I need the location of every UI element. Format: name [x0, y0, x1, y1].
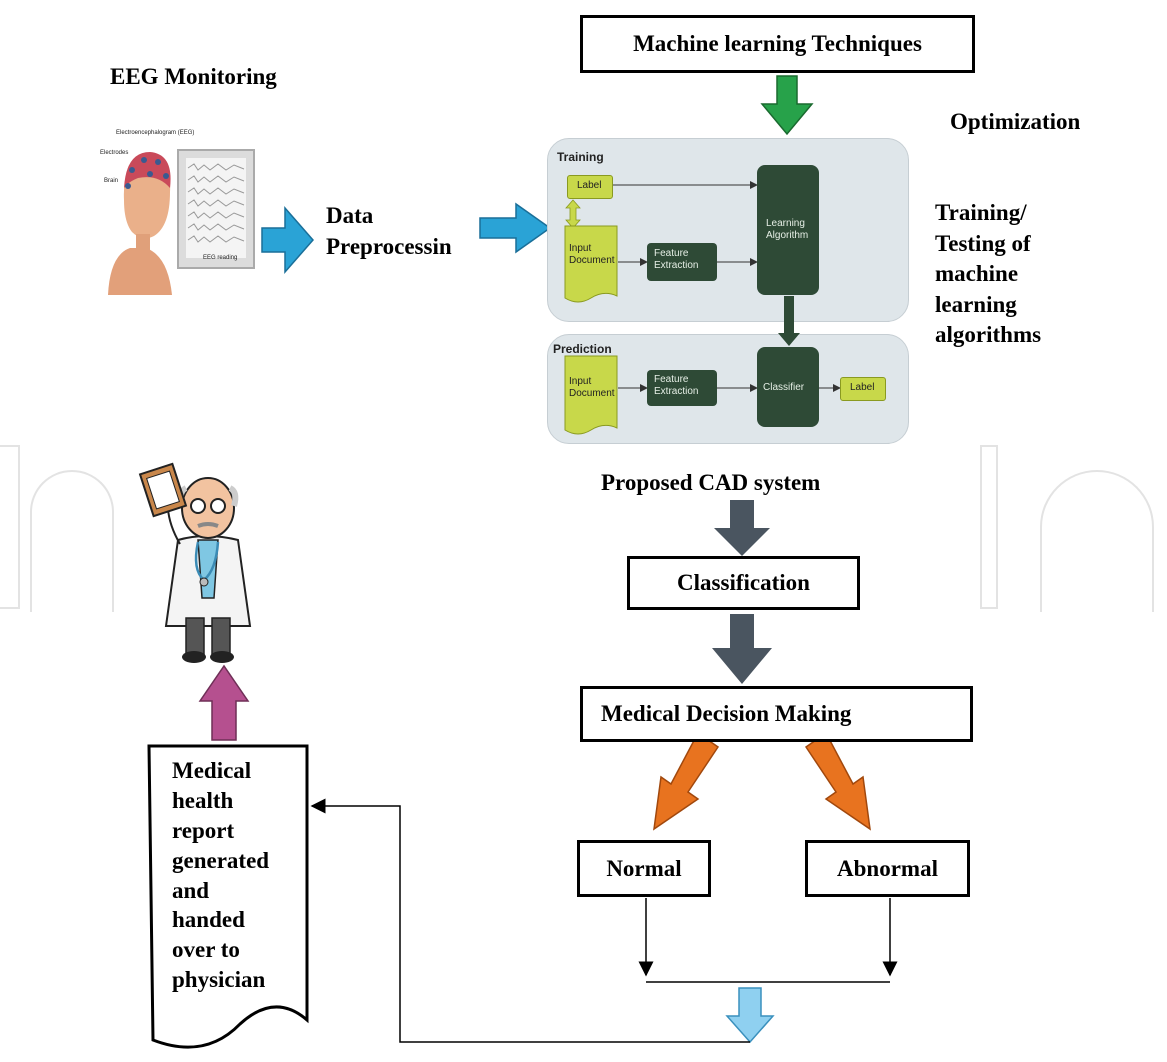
arrow-preprocessing-to-ml	[479, 202, 552, 254]
arrow-report-to-physician	[198, 664, 250, 741]
eeg-image-electrodes: Electrodes	[100, 150, 129, 156]
prediction-label-text: Label	[850, 382, 875, 393]
report-document-shape	[147, 744, 309, 1049]
learning-algorithm-box	[757, 165, 819, 295]
prediction-feature-extraction-box	[647, 370, 717, 406]
watermark-left-bar	[0, 445, 20, 609]
training-label-text: Label	[577, 180, 602, 191]
arrow-merge-down	[725, 987, 775, 1044]
prediction-input-document: Input Document	[569, 376, 615, 399]
eeg-image: Electroencephalogram (EEG) Electrodes Br…	[98, 130, 258, 295]
ml-techniques-box: Machine learning Techniques	[580, 15, 975, 73]
eeg-image-title: Electroencephalogram (EEG)	[116, 130, 195, 136]
training-feature-extraction-box	[647, 243, 717, 281]
optimization-label: Optimization	[950, 109, 1081, 134]
arrow-eeg-to-preprocessing	[261, 206, 314, 274]
decision-making-box: Medical Decision Making	[580, 686, 973, 742]
watermark-left-arc	[30, 470, 114, 612]
training-input-document: Input Document	[569, 243, 615, 266]
normal-box: Normal	[577, 840, 711, 897]
proposed-cad-label: Proposed CAD system	[601, 470, 821, 495]
data-preprocessing-label: Data Preprocessin	[326, 203, 452, 260]
arrow-decision-to-normal	[653, 731, 720, 831]
physician-image	[138, 448, 276, 666]
training-title: Training	[557, 150, 604, 164]
arrow-ml-techniques-down	[760, 75, 814, 136]
prediction-title: Prediction	[553, 342, 612, 356]
eeg-image-reading: EEG reading	[203, 255, 238, 261]
training-label-box	[567, 175, 613, 199]
report-text: Medical health report generated and hand…	[172, 758, 270, 993]
watermark-right-bar	[980, 445, 998, 609]
training-testing-label: Training/ Testing of machine learning al…	[935, 200, 1042, 348]
watermark-right-arc	[1040, 470, 1154, 612]
abnormal-box: Abnormal	[805, 840, 970, 897]
classification-box: Classification	[627, 556, 860, 610]
arrow-classification-to-decision	[712, 614, 772, 684]
eeg-image-brain: Brain	[104, 178, 119, 184]
eeg-monitoring-label: EEG Monitoring	[110, 64, 277, 89]
learning-algorithm-text: Learning Algorithm	[766, 218, 809, 241]
classifier-text: Classifier	[763, 382, 805, 393]
arrow-cad-to-classification	[714, 500, 770, 556]
classifier-box	[757, 347, 819, 427]
prediction-label-box	[840, 377, 886, 401]
prediction-feature-extraction: Feature Extraction	[654, 374, 699, 397]
training-feature-extraction: Feature Extraction	[654, 248, 699, 271]
